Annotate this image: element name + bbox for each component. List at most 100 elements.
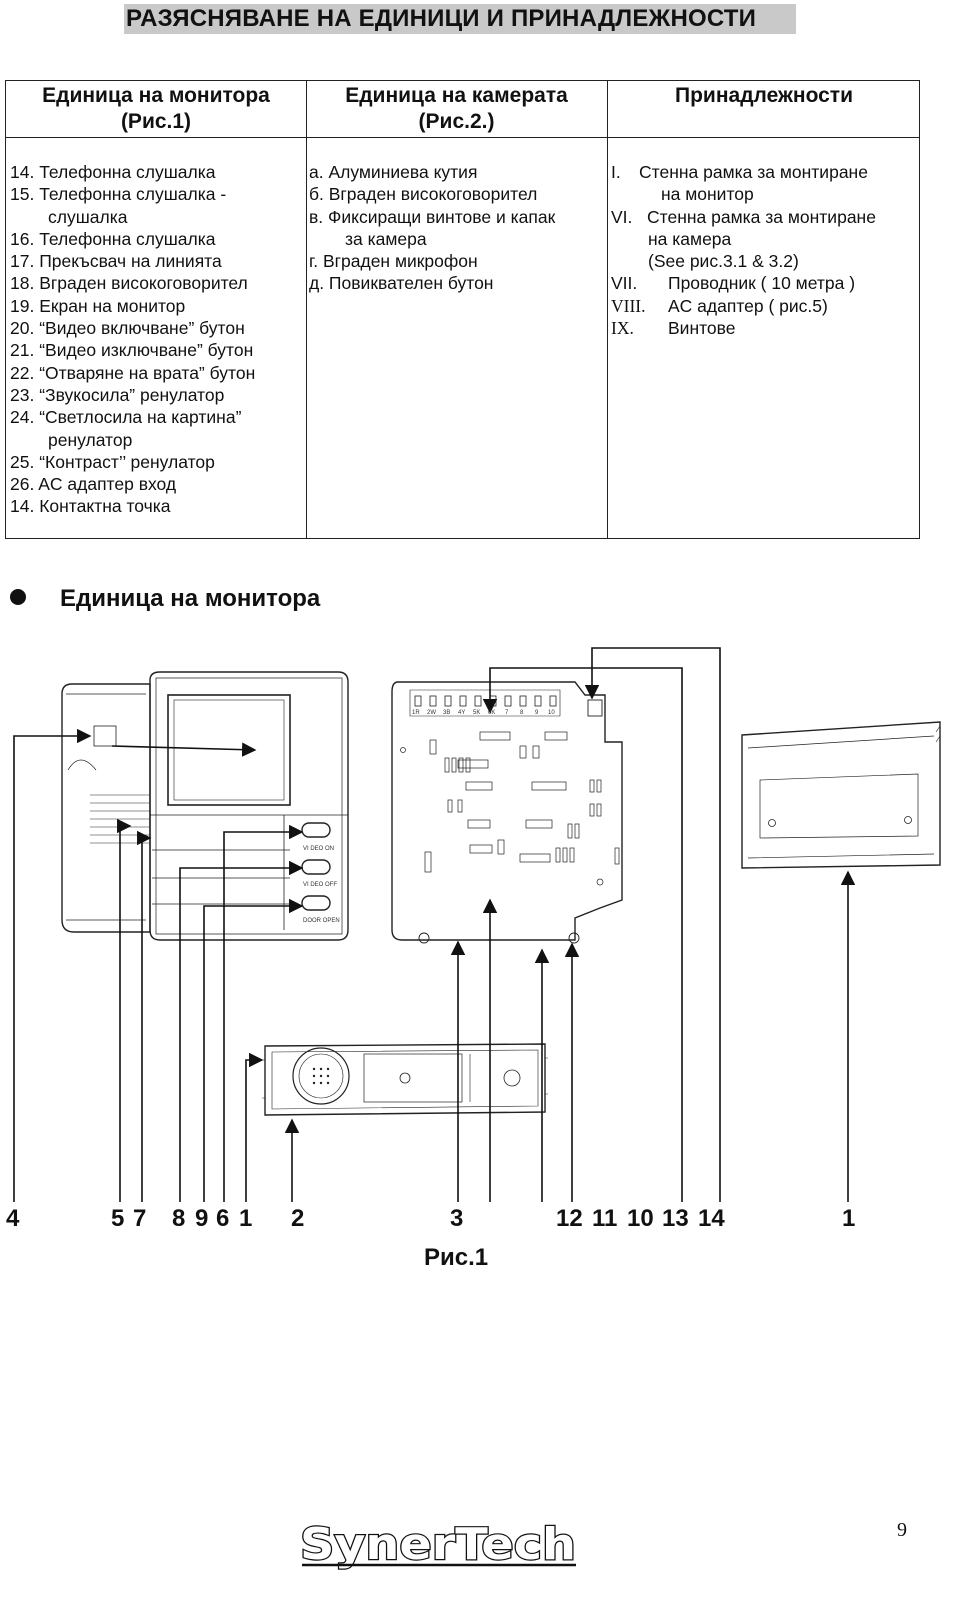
monitor-body <box>149 671 349 941</box>
callout-number: 1 <box>239 1205 253 1232</box>
list-item: 26. AC адаптер вход <box>10 474 177 495</box>
item-text: Винтове <box>668 318 736 339</box>
monitor-bottom-view <box>262 1043 548 1116</box>
item-text: Стенна рамка за монтиране <box>639 162 868 182</box>
list-item: 23. “Звукосила” ренулатор <box>10 384 225 405</box>
callout-number: 5 <box>111 1205 125 1232</box>
list-item: IX. Винтове <box>611 317 876 339</box>
table-divider <box>607 81 608 538</box>
list-item: VIII. AC адаптер ( рис.5) <box>611 295 876 317</box>
list-item: I. Стенна рамка за монтиране <box>611 161 876 183</box>
item-text: Стенна рамка за монтиране <box>647 206 876 227</box>
list-item: слушалка <box>48 206 128 227</box>
callout-number: 10 <box>627 1205 654 1232</box>
terminal-label: 6K <box>488 710 495 716</box>
figure-caption: Рис.1 <box>424 1244 489 1271</box>
column-heading-camera: Единица на камерата (Рис.2.) <box>306 83 607 135</box>
callout-number: 13 <box>662 1205 689 1232</box>
handset <box>61 683 151 933</box>
heading-line: (Рис.2.) <box>418 110 495 133</box>
button-label: VI DEO ON <box>303 846 334 852</box>
callout-number: 12 <box>556 1205 583 1232</box>
section-heading: Единица на монитора <box>10 585 320 613</box>
section-heading-text: Единица на монитора <box>60 585 321 612</box>
list-item: 17. Прекъсвач на линията <box>10 251 222 272</box>
monitor-unit-diagram: VI DEO ON VI DEO OFF DOOR OPEN 1R 2W 3B … <box>13 647 941 1202</box>
item-number: VI. <box>611 206 633 227</box>
logo-text: SynerTech <box>300 1519 576 1570</box>
list-item: д. Повиквателен бутон <box>309 273 494 294</box>
list-item: 14. Контактна точка <box>10 496 171 517</box>
column-heading-monitor: Единица на монитора (Рис.1) <box>6 83 306 135</box>
callout-number: 4 <box>6 1205 20 1232</box>
list-item: VI. Стенна рамка за монтиране <box>611 206 876 228</box>
camera-parts-list: а. Алуминиева кутия б. Вграден високогов… <box>309 161 555 295</box>
callout-number: 6 <box>216 1205 230 1232</box>
list-item: 21. “Видео изключване” бутон <box>10 340 254 361</box>
item-text: на камера <box>648 228 732 249</box>
heading-line: Единица на монитора <box>42 84 270 107</box>
list-item: 18. Вграден високоговорител <box>10 273 248 294</box>
item-text: (See рис.3.1 & 3.2) <box>648 251 799 272</box>
terminal-label: 10 <box>548 710 555 716</box>
bullet-icon <box>10 589 26 605</box>
list-item: б. Вграден високоговорител <box>309 184 538 205</box>
list-item: на монитор <box>611 183 876 205</box>
units-table: Единица на монитора (Рис.1) Единица на к… <box>5 80 920 539</box>
list-item: 19. Екран на монитор <box>10 295 186 316</box>
callout-number: 7 <box>133 1205 147 1232</box>
terminal-label: 9 <box>535 710 539 716</box>
terminal-label: 7 <box>505 710 509 716</box>
page-number: 9 <box>897 1519 907 1541</box>
item-text: AC адаптер ( рис.5) <box>668 295 828 316</box>
list-item: 20. “Видео включване” бутон <box>10 318 245 339</box>
list-item: 25. “Контраст’’ ренулатор <box>10 451 215 472</box>
circuit-board <box>391 681 623 944</box>
list-item: 16. Телефонна слушалка <box>10 228 216 249</box>
list-item: г. Вграден микрофон <box>309 251 478 272</box>
list-item: 24. “Светлосила на картина” <box>10 407 242 428</box>
heading-line: (Рис.1) <box>120 110 192 133</box>
list-item: 22. “Отваряне на врата” бутон <box>10 362 256 383</box>
list-item: на камера <box>611 228 876 250</box>
monitor-parts-list: 14. Телефонна слушалка 15. Телефонна слу… <box>10 161 255 518</box>
list-item: (See рис.3.1 & 3.2) <box>611 250 876 272</box>
callout-number: 3 <box>450 1205 464 1232</box>
item-number: VII. <box>611 273 638 294</box>
callout-number: 11 <box>592 1205 618 1232</box>
item-text: на монитор <box>661 184 754 205</box>
terminal-label: 1R <box>412 710 420 716</box>
table-divider <box>306 81 307 538</box>
terminal-label: 8 <box>520 710 524 716</box>
page-title: РАЗЯСНЯВАНЕ НА ЕДИНИЦИ И ПРИНАДЛЕЖНОСТИ <box>124 4 796 34</box>
heading-line: Единица на камерата <box>345 84 568 107</box>
button-label: DOOR OPEN <box>303 918 340 924</box>
list-item: а. Алуминиева кутия <box>309 162 478 182</box>
item-number: I. <box>611 162 621 182</box>
terminal-label: 5K <box>473 710 480 716</box>
column-heading-accessories: Принадлежности <box>607 83 921 109</box>
table-header-divider <box>6 137 919 138</box>
terminal-label: 3B <box>443 710 450 716</box>
callout-number: 1 <box>842 1205 856 1232</box>
callout-numbers: 4 5 7 8 9 6 1 2 3 12 11 10 13 14 1 <box>0 1205 960 1241</box>
item-number: VIII. <box>611 295 646 316</box>
callout-number: 9 <box>195 1205 209 1232</box>
callout-leader-lines <box>13 647 856 1202</box>
list-item: ренулатор <box>48 429 133 450</box>
list-item: VII. Проводник ( 10 метра ) <box>611 272 876 294</box>
heading-line: Принадлежности <box>675 84 853 107</box>
wall-mount-bracket <box>741 721 941 869</box>
item-text: Проводник ( 10 метра ) <box>668 273 856 294</box>
diagram-labels: VI DEO ON VI DEO OFF DOOR OPEN 1R 2W 3B … <box>303 710 555 924</box>
list-item: за камера <box>345 228 427 249</box>
callout-number: 2 <box>291 1205 305 1232</box>
list-item: в. Фиксиращи винтове и капак <box>309 206 556 227</box>
terminal-label: 2W <box>427 710 436 716</box>
list-item: 14. Телефонна слушалка <box>10 162 216 182</box>
button-label: VI DEO OFF <box>303 882 337 888</box>
item-number: IX. <box>611 318 634 339</box>
monitor-buttons <box>301 822 331 911</box>
accessories-list: I. Стенна рамка за монтиране на монитор V… <box>611 161 876 339</box>
callout-number: 8 <box>172 1205 186 1232</box>
